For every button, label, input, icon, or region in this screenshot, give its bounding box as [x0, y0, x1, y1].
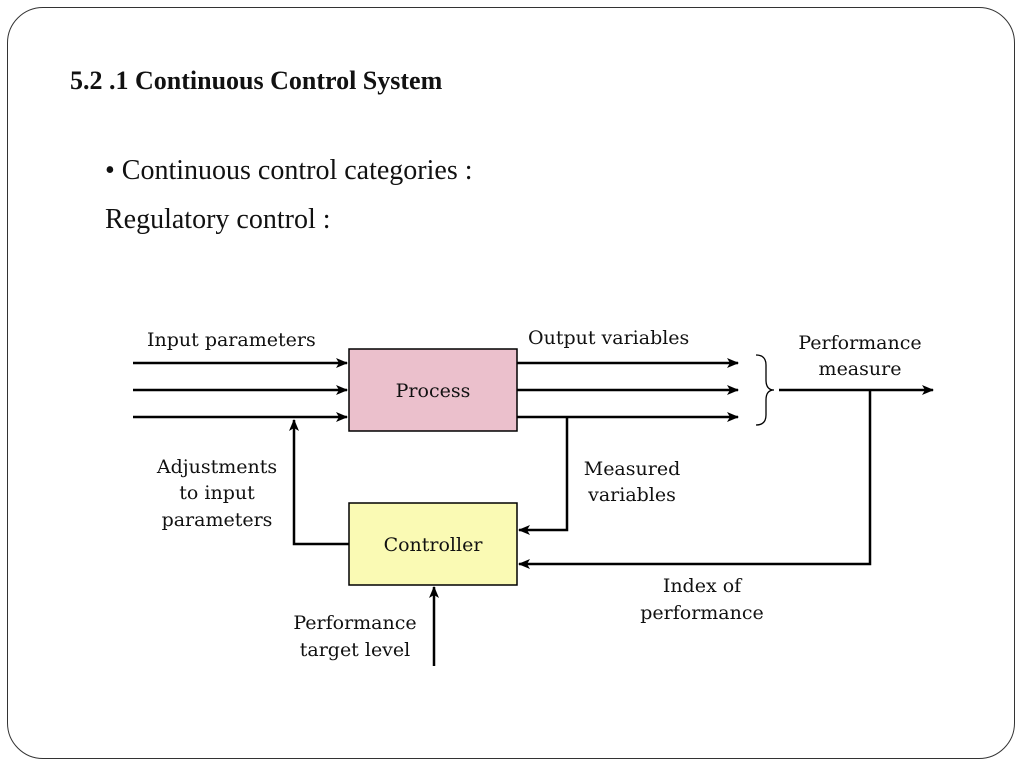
measured-variables-label-1: Measured — [584, 458, 681, 480]
performance-measure-label-2: measure — [819, 358, 902, 380]
output-arrows — [517, 358, 739, 422]
input-parameters-label: Input parameters — [147, 329, 316, 351]
index-of-performance-label-1: Index of — [663, 575, 743, 597]
measured-variables-path — [518, 417, 569, 535]
process-label: Process — [396, 380, 471, 402]
performance-measure-label-1: Performance — [798, 332, 921, 354]
bullet-text: • Continuous control categories : — [105, 155, 473, 186]
performance-target-label-2: target level — [300, 639, 411, 661]
subheading-text: Regulatory control : — [105, 204, 331, 235]
controller-box — [348, 502, 518, 586]
adjustments-label-3: parameters — [162, 509, 273, 531]
index-of-performance-label-2: performance — [640, 602, 764, 624]
performance-target-label-1: Performance — [293, 612, 416, 634]
grouping-brace — [755, 354, 775, 426]
input-arrows — [133, 358, 348, 422]
index-of-performance-path — [518, 390, 872, 569]
adjustments-path — [289, 419, 349, 546]
adjustments-label-1: Adjustments — [156, 456, 277, 478]
process-box — [348, 348, 518, 432]
controller-label: Controller — [384, 534, 484, 556]
output-variables-label: Output variables — [528, 327, 689, 349]
slide-title: 5.2 .1 Continuous Control System — [70, 66, 443, 95]
adjustments-label-2: to input — [179, 482, 255, 504]
measured-variables-label-2: variables — [587, 484, 676, 506]
